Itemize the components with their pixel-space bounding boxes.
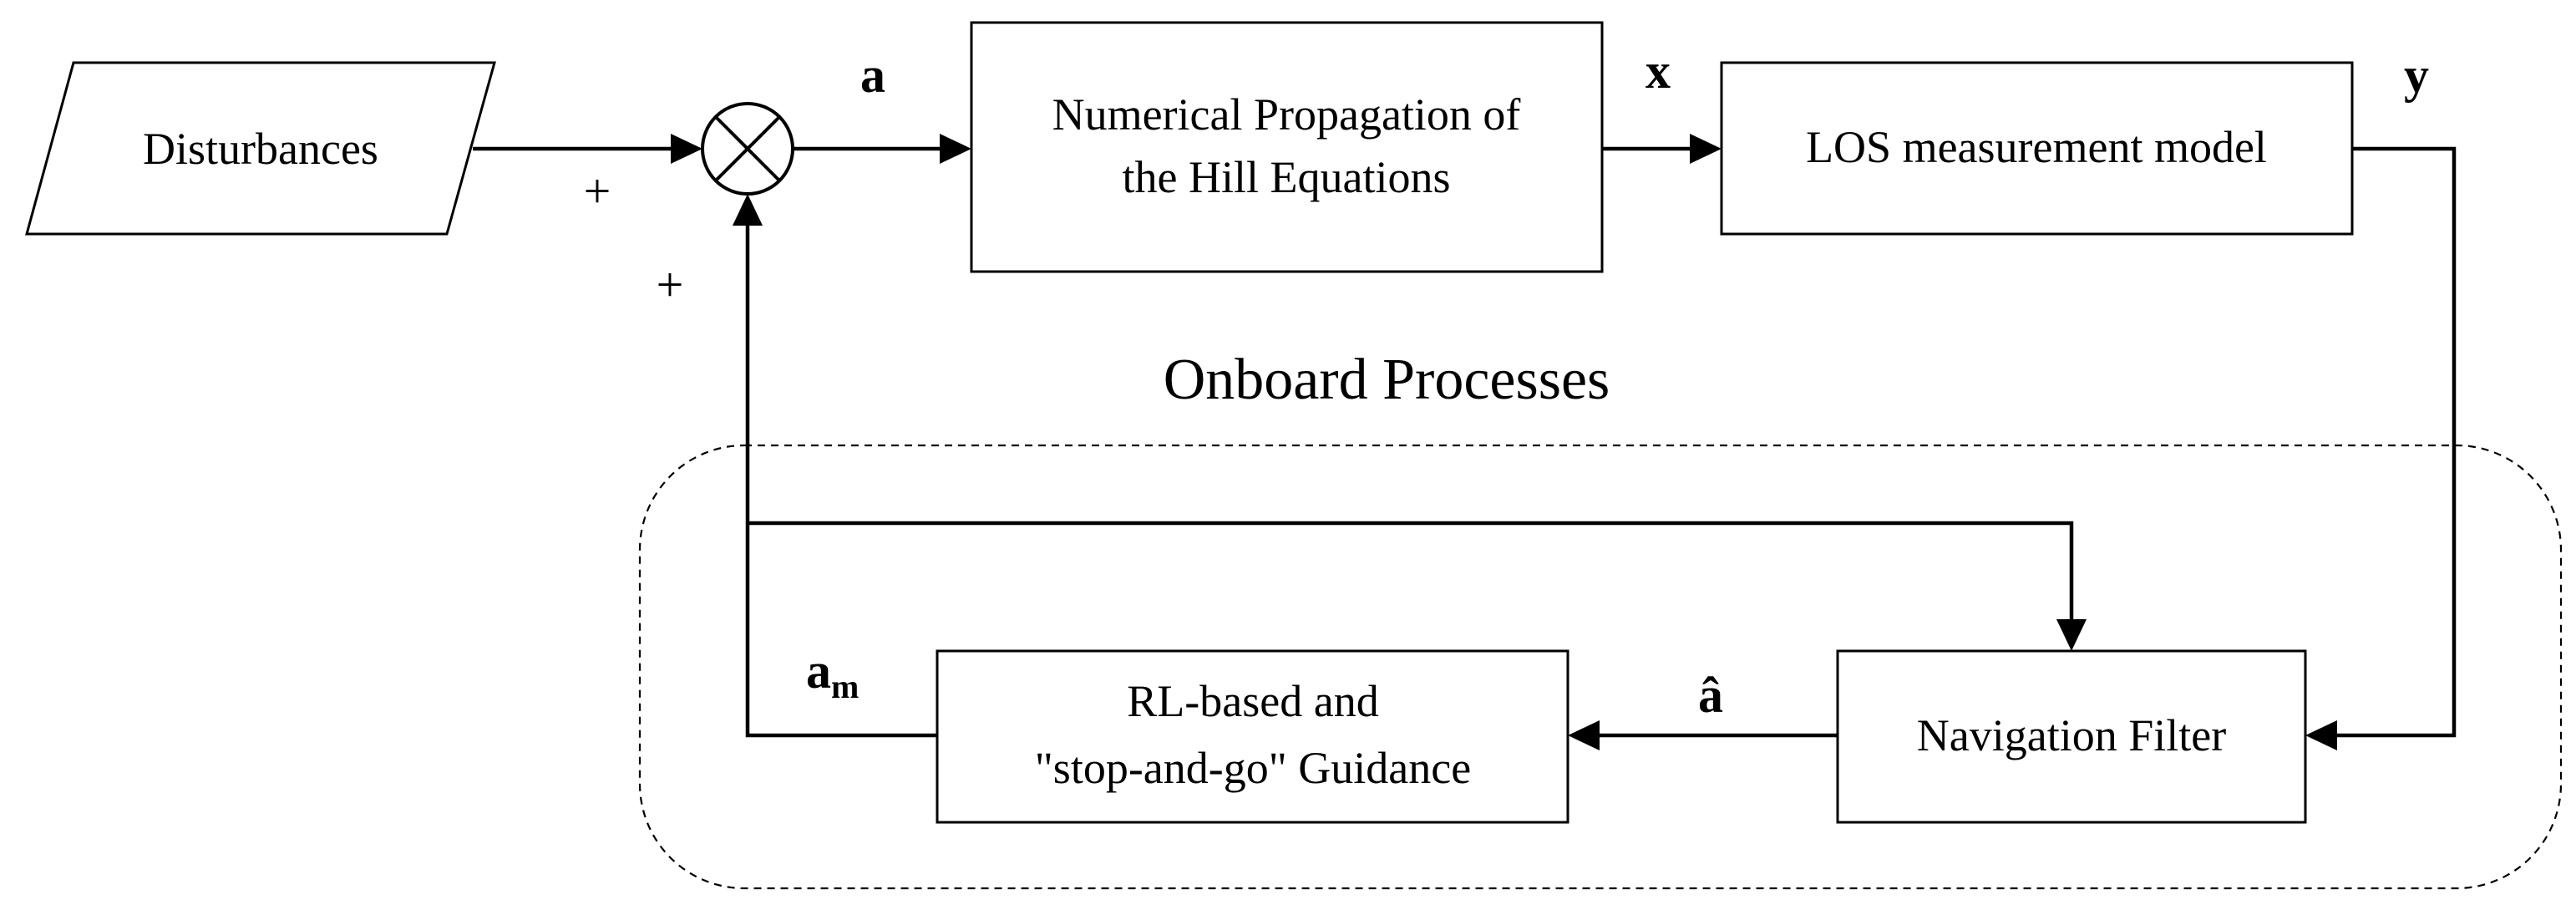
los-to-navigation-arrowhead [2305, 720, 2337, 750]
command-to-navigation-line [748, 521, 2074, 619]
guidance-block [936, 649, 1569, 824]
plus-sign-disturbance: + [584, 164, 611, 218]
disturbances-label: Disturbances [143, 124, 378, 174]
onboard-processes-region [638, 444, 2563, 890]
signal-x-label: x [1645, 43, 1671, 99]
guidance-label-line2: "stop-and-go" Guidance [1035, 743, 1471, 793]
propagation-to-los-arrowhead [1690, 134, 1722, 164]
disturbance-to-sum-arrowhead [671, 134, 702, 164]
navigation-filter-label: Navigation Filter [1917, 710, 2226, 760]
sum-to-propagation-arrowhead [940, 134, 971, 164]
navigation-to-guidance-arrowhead [1568, 720, 1600, 750]
propagation-label-line2: the Hill Equations [1123, 152, 1451, 202]
plus-sign-feedback: + [657, 257, 684, 312]
guidance-feedback-line [745, 226, 937, 738]
navigation-filter-block [1836, 649, 2307, 824]
command-to-navigation-arrowhead [2056, 619, 2087, 651]
guidance-feedback-arrowhead [733, 194, 763, 226]
signal-y-label: y [2404, 48, 2429, 103]
los-to-navigation-line [2337, 146, 2457, 738]
disturbances-block [25, 61, 496, 236]
signal-a-m-label: am [806, 643, 859, 705]
signal-a-m-subscript: m [831, 668, 859, 705]
propagation-label-line1: Numerical Propagation of [1052, 89, 1521, 140]
signal-a-hat-label: â [1698, 668, 1723, 723]
propagation-block [970, 21, 1604, 273]
guidance-label-line1: RL-based and [1127, 676, 1378, 726]
onboard-processes-title: Onboard Processes [1164, 348, 1610, 412]
summing-junction [701, 102, 794, 196]
los-measurement-label: LOS measurement model [1806, 122, 2267, 172]
signal-a-m-base: a [806, 643, 831, 699]
signal-a-label: a [860, 48, 885, 103]
